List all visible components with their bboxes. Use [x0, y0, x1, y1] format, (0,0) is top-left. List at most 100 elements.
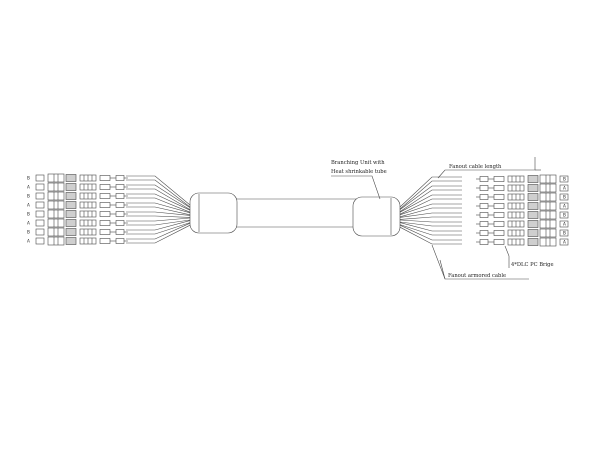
- connector-clip: [65, 201, 77, 209]
- connector-sleeve: [115, 184, 125, 190]
- connector-clip: [527, 202, 539, 210]
- connector-boot: [493, 203, 505, 209]
- left-pin-label: B: [27, 176, 30, 181]
- left-pin-label: B: [27, 194, 30, 199]
- connector-sleeve: [479, 194, 489, 200]
- left-fanout-fiber: [126, 184, 191, 208]
- right-fanout-fiber: [399, 189, 462, 212]
- right-pin-label: B: [563, 195, 566, 200]
- connector-ferrule: [35, 192, 45, 200]
- left-fanout-fiber: [126, 175, 191, 206]
- right-fanout-fiber: [399, 207, 462, 218]
- connector-clip: [65, 183, 77, 191]
- connector-ferrule: [35, 174, 45, 182]
- connector-clip: [65, 210, 77, 218]
- right-dlc-connector: [476, 228, 569, 238]
- connector-clip: [65, 228, 77, 236]
- connector-body: [539, 192, 557, 202]
- right-fanout-fiber: [399, 180, 462, 210]
- right-fanout-fiber: [399, 185, 462, 210]
- connector-sleeve: [115, 202, 125, 208]
- left-fanout-fiber: [126, 188, 191, 210]
- connector-body: [539, 201, 557, 211]
- branching-unit-label-line1: Branching Unit with: [331, 160, 385, 166]
- left-pin-label: A: [27, 221, 30, 226]
- right-pin-label: B: [563, 231, 566, 236]
- left-fanout-fiber: [126, 220, 191, 231]
- connector-boot: [99, 202, 111, 208]
- left-fanout-fiber: [126, 211, 191, 216]
- left-dlc-connector: [35, 227, 128, 237]
- connector-boot: [99, 211, 111, 217]
- connector-ferrule: [559, 211, 569, 219]
- connector-sleeve: [479, 212, 489, 218]
- left-fanout-fiber: [126, 224, 191, 244]
- left-pin-label: B: [27, 230, 30, 235]
- left-branching-unit: [189, 192, 238, 234]
- connector-boot: [99, 175, 111, 181]
- connector-boot: [493, 212, 505, 218]
- connector-ferrule: [35, 210, 45, 218]
- right-fanout-fiber: [399, 194, 462, 213]
- left-fanout-fiber: [126, 193, 191, 211]
- branching-unit-label-line2: Heat shrinkable tube: [331, 169, 387, 175]
- left-dlc-connector: [35, 191, 128, 201]
- line-work: [126, 157, 541, 280]
- left-fanout-fiber: [126, 215, 191, 218]
- connector-ferrule: [35, 228, 45, 236]
- left-dlc-connector: [35, 236, 128, 246]
- branching-unit-leader: [331, 175, 381, 200]
- connector-boot: [99, 193, 111, 199]
- right-branching-unit: [352, 196, 401, 237]
- right-fanout-fiber: [399, 224, 462, 241]
- connector-clip: [527, 193, 539, 201]
- connector-ferrule: [35, 183, 45, 191]
- connector-ferrule: [35, 201, 45, 209]
- connector-body: [47, 227, 65, 237]
- right-dlc-connector: [476, 219, 569, 229]
- fanout-length-leader: [437, 157, 536, 179]
- right-fanout-fiber: [399, 224, 462, 236]
- connector-clip: [527, 184, 539, 192]
- left-fanout-fiber: [126, 219, 191, 226]
- connector-ferrule: [559, 175, 569, 183]
- left-fanout-fiber: [126, 217, 191, 222]
- right-fanout-fiber: [399, 219, 462, 223]
- connector-body: [47, 173, 65, 183]
- right-connector-bank: [476, 174, 569, 247]
- connector-clip: [65, 237, 77, 245]
- left-dlc-connector: [35, 173, 128, 183]
- connector-clip: [65, 174, 77, 182]
- right-dlc-connector: [476, 210, 569, 220]
- fanout-armored-cable-label: Fanout armored cable: [448, 273, 506, 279]
- connector-ferrule: [35, 219, 45, 227]
- left-connector-bank: [35, 173, 128, 246]
- fanout-cable-length-label: Fanout cable length: [449, 164, 502, 170]
- left-fanout-fiber: [126, 206, 191, 216]
- right-pin-label: B: [563, 177, 566, 182]
- armored-cable-leader-2: [439, 259, 446, 280]
- connector-body: [47, 236, 65, 246]
- right-fanout-fiber: [399, 212, 462, 218]
- connector-body: [47, 182, 65, 192]
- connector-type-label: 4*DLC PC Brige: [511, 262, 554, 268]
- connector-body: [539, 183, 557, 193]
- right-pin-label: A: [563, 222, 566, 227]
- connector-sleeve: [115, 193, 125, 199]
- connector-ferrule: [559, 220, 569, 228]
- connector-sleeve: [479, 176, 489, 182]
- connector-boot: [99, 229, 111, 235]
- right-pin-label: A: [563, 204, 566, 209]
- right-dlc-connector: [476, 201, 569, 211]
- connector-boot: [99, 184, 111, 190]
- connector-clip: [527, 229, 539, 237]
- connector-ferrule: [559, 193, 569, 201]
- connector-body: [47, 209, 65, 219]
- connector-body: [539, 174, 557, 184]
- connector-clip: [527, 220, 539, 228]
- connector-clip: [65, 219, 77, 227]
- connector-boot: [493, 176, 505, 182]
- left-dlc-connector: [35, 218, 128, 228]
- connector-sleeve: [115, 220, 125, 226]
- right-fanout-fiber: [399, 176, 462, 208]
